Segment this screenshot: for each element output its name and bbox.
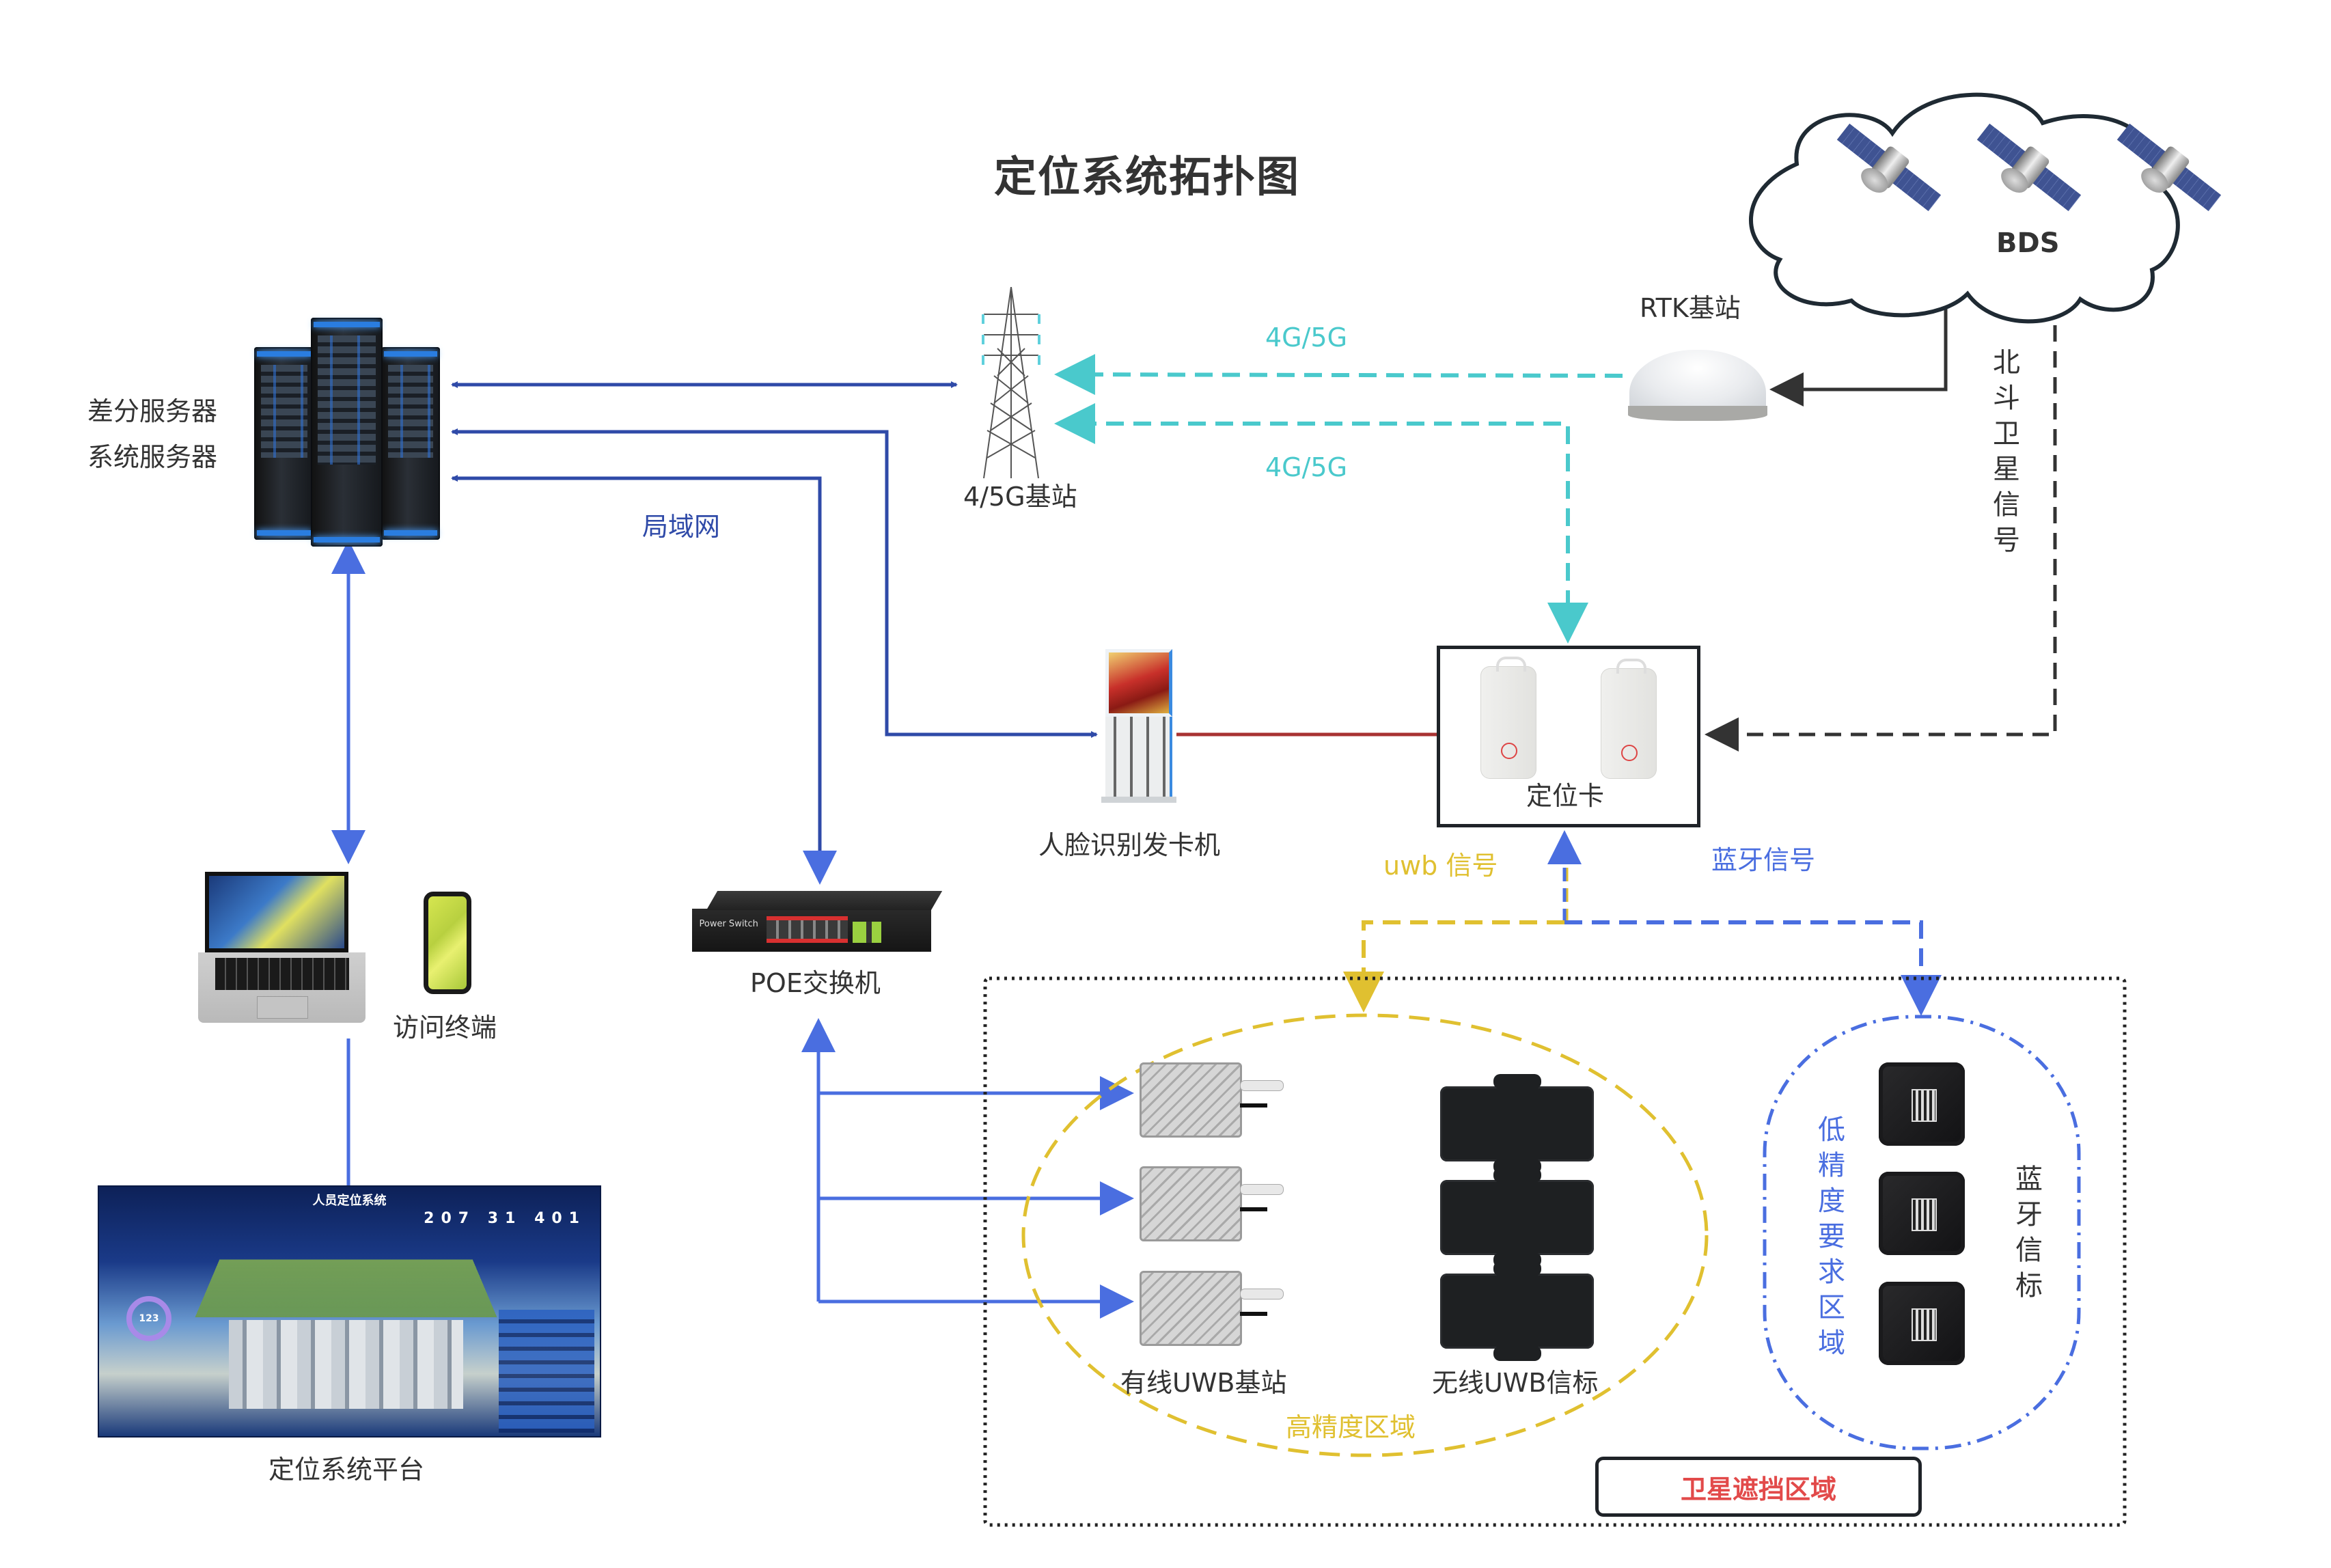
dashboard-stats: 207 31 401 [424,1210,586,1227]
uwb-base-station-icon[interactable] [1140,1271,1284,1346]
phone-icon[interactable] [424,892,471,994]
cellular-link-label-1: 4G/5G [1265,322,1348,353]
uwb-base-station-icon[interactable] [1140,1166,1284,1241]
stat-value: 31 [487,1210,523,1227]
gauge-value: 123 [139,1313,159,1324]
server-rack-icon[interactable] [381,347,440,540]
poe-switch-label: POE交换机 [750,968,881,998]
uwb-beacon-icon[interactable] [1440,1168,1594,1267]
kiosk-icon[interactable] [1101,649,1176,803]
bds-label: BDS [1996,228,2060,259]
satellite-blocked-zone-border [983,976,2127,1527]
bds-signal-label: 北斗卫星信号 [1993,347,2020,556]
low-precision-zone-label: 低精度要求区域 [1818,1114,1845,1359]
high-precision-zone [1021,1013,1709,1457]
link-lan-kiosk [451,428,1098,738]
rtk-antenna-icon[interactable] [1628,350,1767,421]
link-rtk-tower [1054,354,1623,396]
uwb-base-station-icon[interactable] [1140,1062,1284,1138]
stat-value: 207 [424,1210,476,1227]
platform-dashboard-screenshot[interactable]: 人员定位系统 207 31 401 123 [98,1185,601,1438]
ble-beacon-icon[interactable] [1879,1172,1965,1255]
kiosk-label: 人脸识别发卡机 [1038,830,1221,860]
dashboard-title: 人员定位系统 [312,1194,387,1208]
link-bds-rtk [1769,287,1948,407]
lan-label: 局域网 [642,512,721,542]
network-switch-icon[interactable]: Power Switch [692,891,943,952]
positioning-tag-icon [1601,659,1657,779]
link-lan-poe [451,475,837,885]
low-precision-zone [1763,1015,2081,1450]
system-server-label: 系统服务器 [87,442,218,472]
uwb-base-station-label: 有线UWB基站 [1120,1368,1287,1398]
satellite-blocked-zone-label: 卫星遮挡区域 [1680,1474,1836,1504]
link-bds-card [1705,299,2057,752]
ble-beacon-label: 蓝牙信标 [2015,1164,2043,1302]
rtk-label: RTK基站 [1640,293,1741,323]
positioning-card-label: 定位卡 [1526,781,1605,811]
laptop-keyboard [198,952,365,1023]
uwb-beacon-label: 无线UWB信标 [1432,1368,1599,1398]
ble-beacon-icon[interactable] [1879,1282,1965,1365]
total-gauge: 123 [126,1296,171,1341]
satellite-blocked-zone-badge: 卫星遮挡区域 [1595,1457,1922,1517]
link-uwb-zone [1343,920,1564,1013]
server-rack-icon[interactable] [311,318,383,547]
uwb-signal-label: uwb 信号 [1383,851,1498,881]
link-card-tower [1054,403,1588,644]
switch-brand: Power Switch [699,919,758,930]
dashboard-side-table [499,1310,594,1433]
bds-cloud [1749,92,2180,324]
diagram-title: 定位系统拓扑图 [994,152,1301,202]
uwb-beacon-icon[interactable] [1440,1261,1594,1361]
cellular-link-label-2: 4G/5G [1265,452,1348,482]
platform-label: 定位系统平台 [268,1455,425,1485]
tower-label: 4/5G基站 [963,482,1077,512]
terminals-label: 访问终端 [393,1013,497,1043]
high-precision-zone-label: 高精度区域 [1286,1412,1416,1442]
server-rack-icon[interactable] [254,347,314,540]
ble-signal-label: 蓝牙信号 [1711,845,1816,875]
differential-server-label: 差分服务器 [87,396,218,426]
stat-value: 401 [534,1210,586,1227]
positioning-card-node[interactable]: 定位卡 [1437,646,1700,827]
cell-tower-icon[interactable] [974,287,1049,478]
laptop-icon[interactable] [205,872,348,952]
uwb-beacon-icon[interactable] [1440,1074,1594,1174]
ble-beacon-icon[interactable] [1879,1062,1965,1146]
link-ble-zone [1564,920,1942,1016]
positioning-tag-icon [1480,657,1536,779]
